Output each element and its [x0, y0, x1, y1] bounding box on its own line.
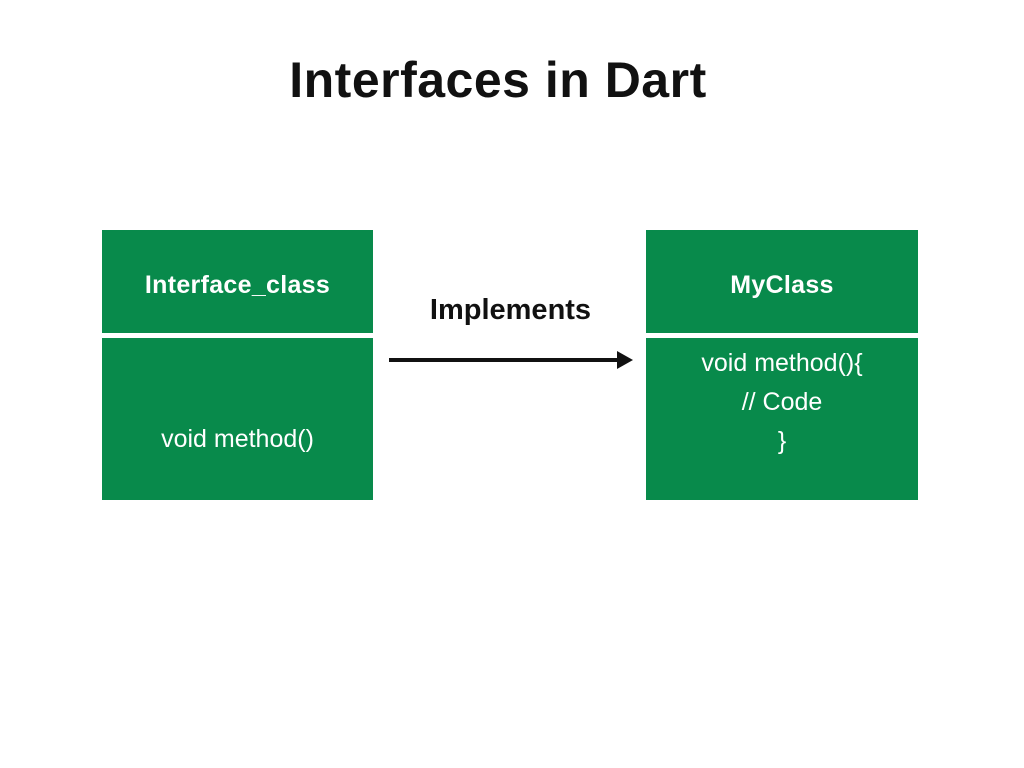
interface-class-divider	[102, 333, 373, 338]
implements-arrow-icon	[389, 351, 633, 369]
myclass-body: void method(){ // Code }	[646, 338, 918, 500]
myclass-code-line: void method(){	[701, 349, 863, 377]
interface-class-box: Interface_class void method()	[102, 230, 373, 500]
myclass-box: MyClass void method(){ // Code }	[646, 230, 918, 500]
diagram-title: Interfaces in Dart	[289, 52, 707, 108]
interface-class-body: void method()	[102, 338, 373, 500]
myclass-code-line: // Code	[741, 388, 823, 416]
myclass-divider	[646, 333, 918, 338]
implements-label: Implements	[429, 294, 592, 326]
interface-class-name: Interface_class	[144, 271, 331, 299]
myclass-name: MyClass	[730, 271, 834, 299]
interface-method-text: void method()	[161, 425, 314, 453]
myclass-code-line: }	[777, 427, 787, 455]
